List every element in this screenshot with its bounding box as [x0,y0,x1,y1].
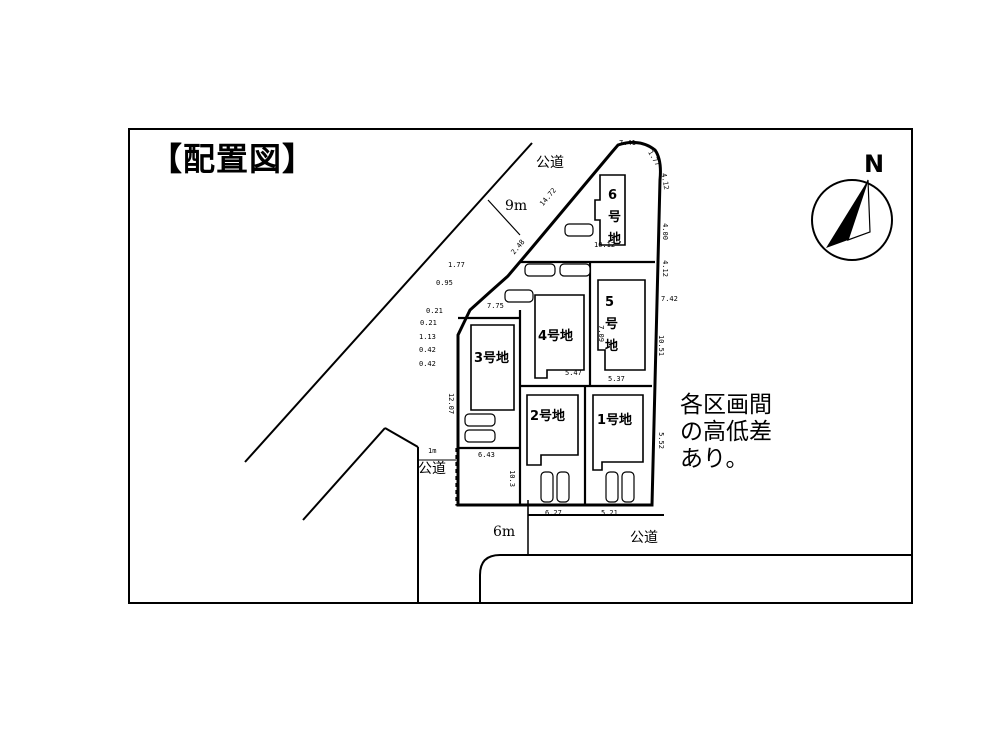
dimension-label: 0.21 [420,319,437,327]
dimension-label: 7.41 [619,139,636,147]
dimension-label: 6.43 [478,451,495,459]
road-label-top: 公道 [536,155,564,171]
building-6 [594,174,626,246]
lot-label-6: 6号地 [608,188,622,247]
map-frame [128,128,913,604]
dimension-label: 1.77 [448,261,465,269]
bottom-road-curb [479,554,912,603]
dimension-label: 10.12 [594,241,616,249]
dimension-label: 10.3 [507,470,516,487]
north-label: N [864,150,885,178]
car-icon [524,263,556,277]
lot-label-4: 4号地 [538,329,574,344]
lot-label-1: 1号地 [597,413,633,428]
site-boundary [456,140,662,507]
car-icon [464,413,496,427]
car-icon [540,471,554,503]
road-edge-corner [384,427,419,448]
alley-dashed-line [455,448,520,506]
car-icon [559,263,591,277]
building-2 [526,394,579,466]
dimension-label: 7.42 [661,295,678,303]
road-width-bottom: 6m [493,524,516,540]
dimension-label: 5.21 [601,509,618,517]
dimension-label: 0.42 [419,360,436,368]
dimension-label: 5.47 [565,369,582,377]
dimension-label: 0.42 [419,346,436,354]
car-icon [605,471,619,503]
lot-label-2: 2号地 [530,409,566,424]
dimension-label: 5.52 [656,432,665,449]
dimension-label: 7.75 [487,302,504,310]
road-edge-lower [302,427,386,521]
building-1 [592,394,644,471]
dimension-label: 5.37 [608,375,625,383]
note-line-2: の高低差 [680,419,772,445]
dimension-label: 4.12 [660,260,669,277]
dimension-label: 6.27 [545,509,562,517]
lot-label-3: 3号地 [474,351,510,366]
building-5 [597,279,646,371]
dimension-label: 4.00 [660,223,669,240]
road-edge-diagonal [244,142,533,463]
car-icon [464,429,496,443]
road-label-bottom: 公道 [630,530,658,546]
car-icon [504,289,534,303]
building-4 [534,294,585,379]
car-icon [564,223,594,237]
diagram-title: 【配置図】 [150,140,316,178]
compass [811,179,893,261]
dimension-label: 12.07 [447,392,456,415]
road-width-left: 1m [428,447,437,455]
car-icon [621,471,635,503]
dimension-label: 10.51 [657,334,666,357]
note-line-1: 各区画間 [680,392,772,418]
note-line-3: あり。 [680,446,749,472]
lot-label-5: 5号地 [605,295,619,354]
road-width-top: 9m [505,198,528,214]
building-3 [470,324,515,411]
dimension-label: 4.12 [659,172,671,191]
dimension-label: 0.95 [436,279,453,287]
dimension-label: 1.13 [419,333,436,341]
road-label-left: 公道 [418,461,446,477]
dimension-label: 7.09 [596,325,605,342]
car-icon [556,471,570,503]
dimension-label: 0.21 [426,307,443,315]
road-width-arrow [487,199,521,236]
